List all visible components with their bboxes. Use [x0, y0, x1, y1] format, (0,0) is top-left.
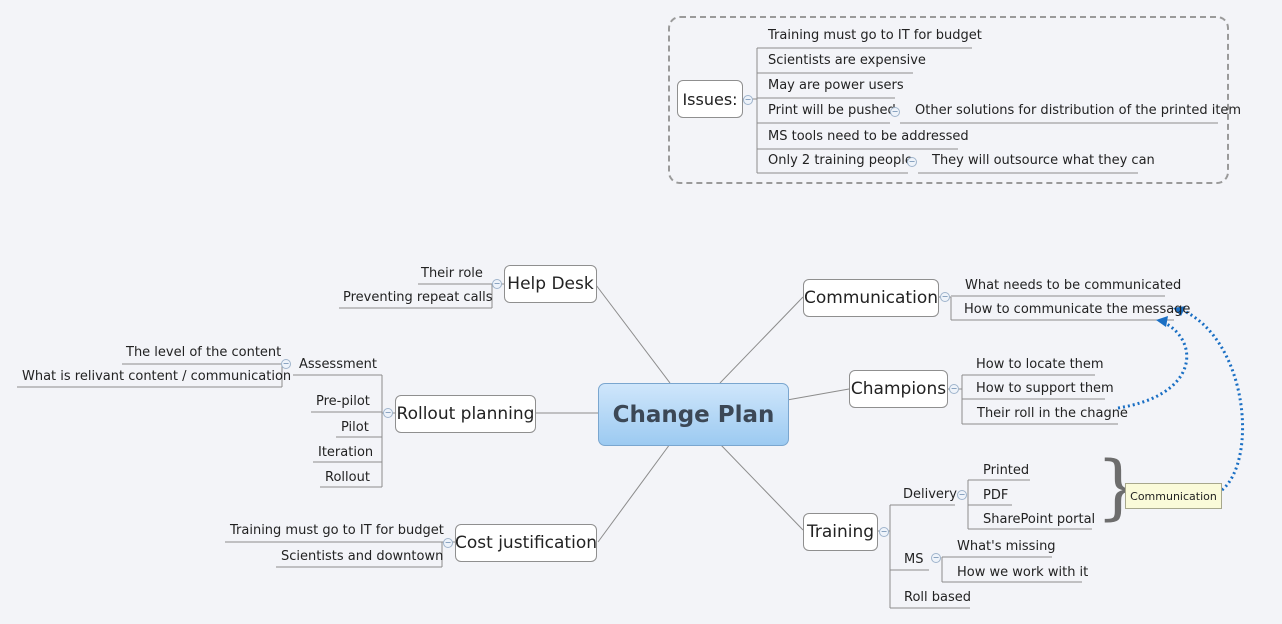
collapse-icon[interactable]: − [957, 490, 967, 500]
communication-topic[interactable]: Communication [803, 279, 939, 317]
summary-note[interactable]: Communication [1125, 483, 1222, 509]
help-desk-item[interactable]: Their role [421, 266, 483, 281]
champions-item[interactable]: Their roll in the chagne [977, 406, 1128, 421]
ms-subitem[interactable]: What's missing [957, 539, 1056, 554]
assessment-item[interactable]: Assessment [299, 357, 377, 372]
issue-item[interactable]: Print will be pushed [768, 103, 896, 118]
issue-item[interactable]: Scientists are expensive [768, 53, 926, 68]
champions-item[interactable]: How to locate them [976, 357, 1104, 372]
collapse-icon[interactable]: − [879, 527, 889, 537]
champions-item[interactable]: How to support them [976, 381, 1114, 396]
issue-item[interactable]: Training must go to IT for budget [768, 28, 982, 43]
cost-justification-topic[interactable]: Cost justification [455, 524, 597, 562]
cost-item[interactable]: Training must go to IT for budget [230, 523, 444, 538]
central-topic[interactable]: Change Plan [598, 383, 789, 446]
issue-subitem[interactable]: They will outsource what they can [932, 153, 1155, 168]
rollout-item[interactable]: Iteration [318, 445, 374, 460]
collapse-icon[interactable]: − [281, 359, 291, 369]
collapse-icon[interactable]: − [743, 95, 753, 105]
relationship-arrows [1117, 308, 1245, 492]
assessment-subitem[interactable]: What is relivant content / communication [22, 369, 292, 384]
delivery-subitem[interactable]: Printed [983, 463, 1030, 478]
collapse-icon[interactable]: − [949, 384, 959, 394]
rollout-item[interactable]: Pilot [341, 420, 369, 435]
delivery-item[interactable]: Delivery [903, 487, 957, 502]
delivery-subitem[interactable]: SharePoint portal [983, 512, 1096, 527]
issue-item[interactable]: MS tools need to be addressed [768, 129, 969, 144]
collapse-icon[interactable]: − [443, 538, 453, 548]
collapse-icon[interactable]: − [383, 408, 393, 418]
issue-subitem[interactable]: Other solutions for distribution of the … [915, 103, 1242, 118]
rollout-planning-topic[interactable]: Rollout planning [395, 395, 536, 433]
issues-boundary [668, 16, 1229, 184]
issue-item[interactable]: May are power users [768, 78, 904, 93]
help-desk-topic[interactable]: Help Desk [504, 265, 597, 303]
champions-topic[interactable]: Champions [849, 370, 948, 408]
issue-item[interactable]: Only 2 training people [768, 153, 913, 168]
roll-based-item[interactable]: Roll based [904, 590, 971, 605]
delivery-subitem[interactable]: PDF [983, 488, 1009, 503]
collapse-icon[interactable]: − [890, 107, 900, 117]
ms-item[interactable]: MS [904, 552, 924, 567]
collapse-icon[interactable]: − [907, 157, 917, 167]
help-desk-item[interactable]: Preventing repeat calls [343, 290, 493, 305]
cost-item[interactable]: Scientists and downtown [281, 549, 444, 564]
collapse-icon[interactable]: − [931, 553, 941, 563]
issues-topic[interactable]: Issues: [677, 80, 743, 118]
rollout-item[interactable]: Rollout [325, 470, 370, 485]
assessment-subitem[interactable]: The level of the content [126, 345, 282, 360]
collapse-icon[interactable]: − [940, 292, 950, 302]
communication-item[interactable]: What needs to be communicated [965, 278, 1182, 293]
training-topic[interactable]: Training [803, 513, 878, 551]
communication-item[interactable]: How to communicate the message [964, 302, 1191, 317]
rollout-item[interactable]: Pre-pilot [316, 394, 370, 409]
collapse-icon[interactable]: − [492, 279, 502, 289]
ms-subitem[interactable]: How we work with it [957, 565, 1089, 580]
